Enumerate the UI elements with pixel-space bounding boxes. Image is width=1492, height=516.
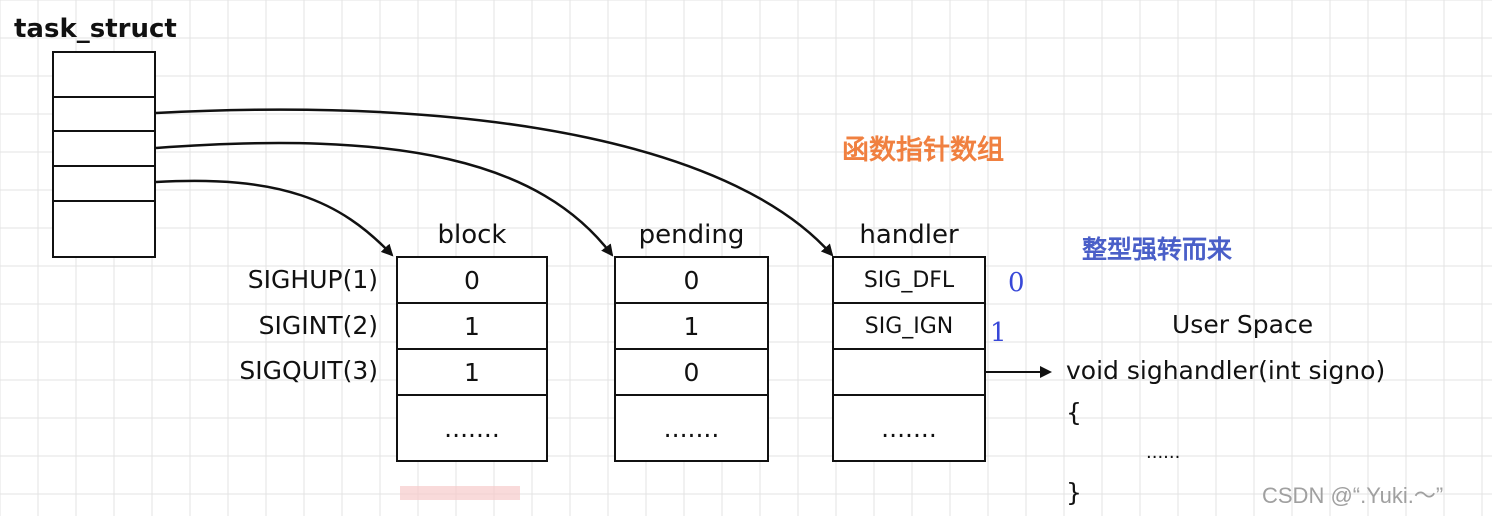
arrow-to-handler bbox=[155, 108, 834, 257]
handler-cell-ellipsis: ....... bbox=[832, 394, 986, 462]
sighandler-signature: void sighandler(int signo) bbox=[1066, 356, 1386, 385]
pending-cell: 0 bbox=[614, 256, 769, 304]
signal-name-sighup: SIGHUP(1) bbox=[247, 265, 378, 294]
signal-name-sigint: SIGINT(2) bbox=[258, 311, 378, 340]
task-struct-label: task_struct bbox=[14, 14, 177, 44]
pending-cell: 0 bbox=[614, 348, 769, 396]
task-struct-field bbox=[52, 130, 156, 167]
pending-cell-ellipsis: ....... bbox=[614, 394, 769, 462]
block-cell-ellipsis: ....... bbox=[396, 394, 548, 462]
handler-cell: SIG_IGN bbox=[832, 302, 986, 350]
handler-index-1: 1 bbox=[990, 318, 1007, 348]
sighandler-body: ...... bbox=[1146, 442, 1181, 463]
signal-name-sigquit: SIGQUIT(3) bbox=[239, 356, 378, 385]
handler-cell: SIG_DFL bbox=[832, 256, 986, 304]
block-cell: 1 bbox=[396, 302, 548, 350]
function-pointer-array-note: 函数指针数组 bbox=[842, 135, 1004, 166]
user-space-title: User Space bbox=[1172, 310, 1314, 339]
handler-header: handler bbox=[859, 220, 959, 250]
block-cell: 1 bbox=[396, 348, 548, 396]
task-struct-field bbox=[52, 165, 156, 202]
task-struct-field bbox=[52, 200, 156, 258]
integer-cast-note: 整型强转而来 bbox=[1082, 235, 1233, 264]
task-struct-field bbox=[52, 51, 156, 98]
close-brace: } bbox=[1066, 478, 1082, 507]
red-smudge-decoration bbox=[400, 486, 520, 500]
block-header: block bbox=[437, 220, 507, 250]
handler-cell bbox=[832, 348, 986, 396]
arrow-to-block bbox=[155, 179, 394, 257]
open-brace: { bbox=[1066, 398, 1082, 427]
handler-index-0: 0 bbox=[1008, 268, 1025, 298]
arrow-to-pending bbox=[155, 141, 614, 257]
pending-header: pending bbox=[638, 220, 745, 250]
block-cell: 0 bbox=[396, 256, 548, 304]
pending-cell: 1 bbox=[614, 302, 769, 350]
watermark: CSDN @“.Yuki.～” bbox=[1262, 483, 1444, 508]
